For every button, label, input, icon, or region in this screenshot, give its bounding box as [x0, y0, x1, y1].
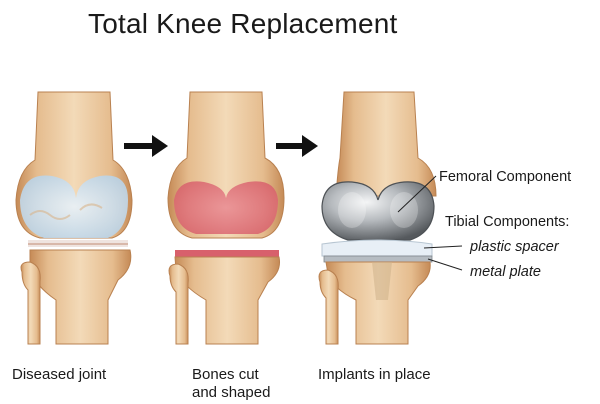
plastic-spacer-label: plastic spacer	[470, 238, 559, 256]
caption-diseased-joint: Diseased joint	[12, 366, 106, 384]
metal-plate-label: metal plate	[470, 263, 541, 281]
caption-line: Implants in place	[318, 366, 431, 384]
metal-plate	[324, 256, 432, 262]
caption-line: Bones cut	[192, 366, 270, 384]
stage-implants	[319, 92, 436, 344]
stage-bones-cut	[168, 92, 284, 344]
arrow-icon	[124, 135, 168, 157]
caption-implants: Implants in place	[318, 366, 431, 384]
femur-bone	[336, 92, 436, 196]
tibia-bone	[30, 250, 131, 344]
arrow-icon	[276, 135, 318, 157]
plastic-spacer	[322, 240, 432, 256]
tibia-bone	[175, 257, 280, 344]
caption-line: and shaped	[192, 384, 270, 402]
stage-diseased-joint	[16, 92, 132, 344]
tibial-components-label: Tibial Components:	[445, 213, 569, 231]
caption-bones-cut: Bones cut and shaped	[192, 366, 270, 402]
caption-line: Diseased joint	[12, 366, 106, 384]
fibula-bone	[319, 270, 338, 344]
fibula-bone	[21, 262, 40, 344]
femoral-component-label: Femoral Component	[439, 168, 571, 186]
leader-line-plate	[428, 259, 462, 270]
fibula-bone	[169, 264, 188, 344]
